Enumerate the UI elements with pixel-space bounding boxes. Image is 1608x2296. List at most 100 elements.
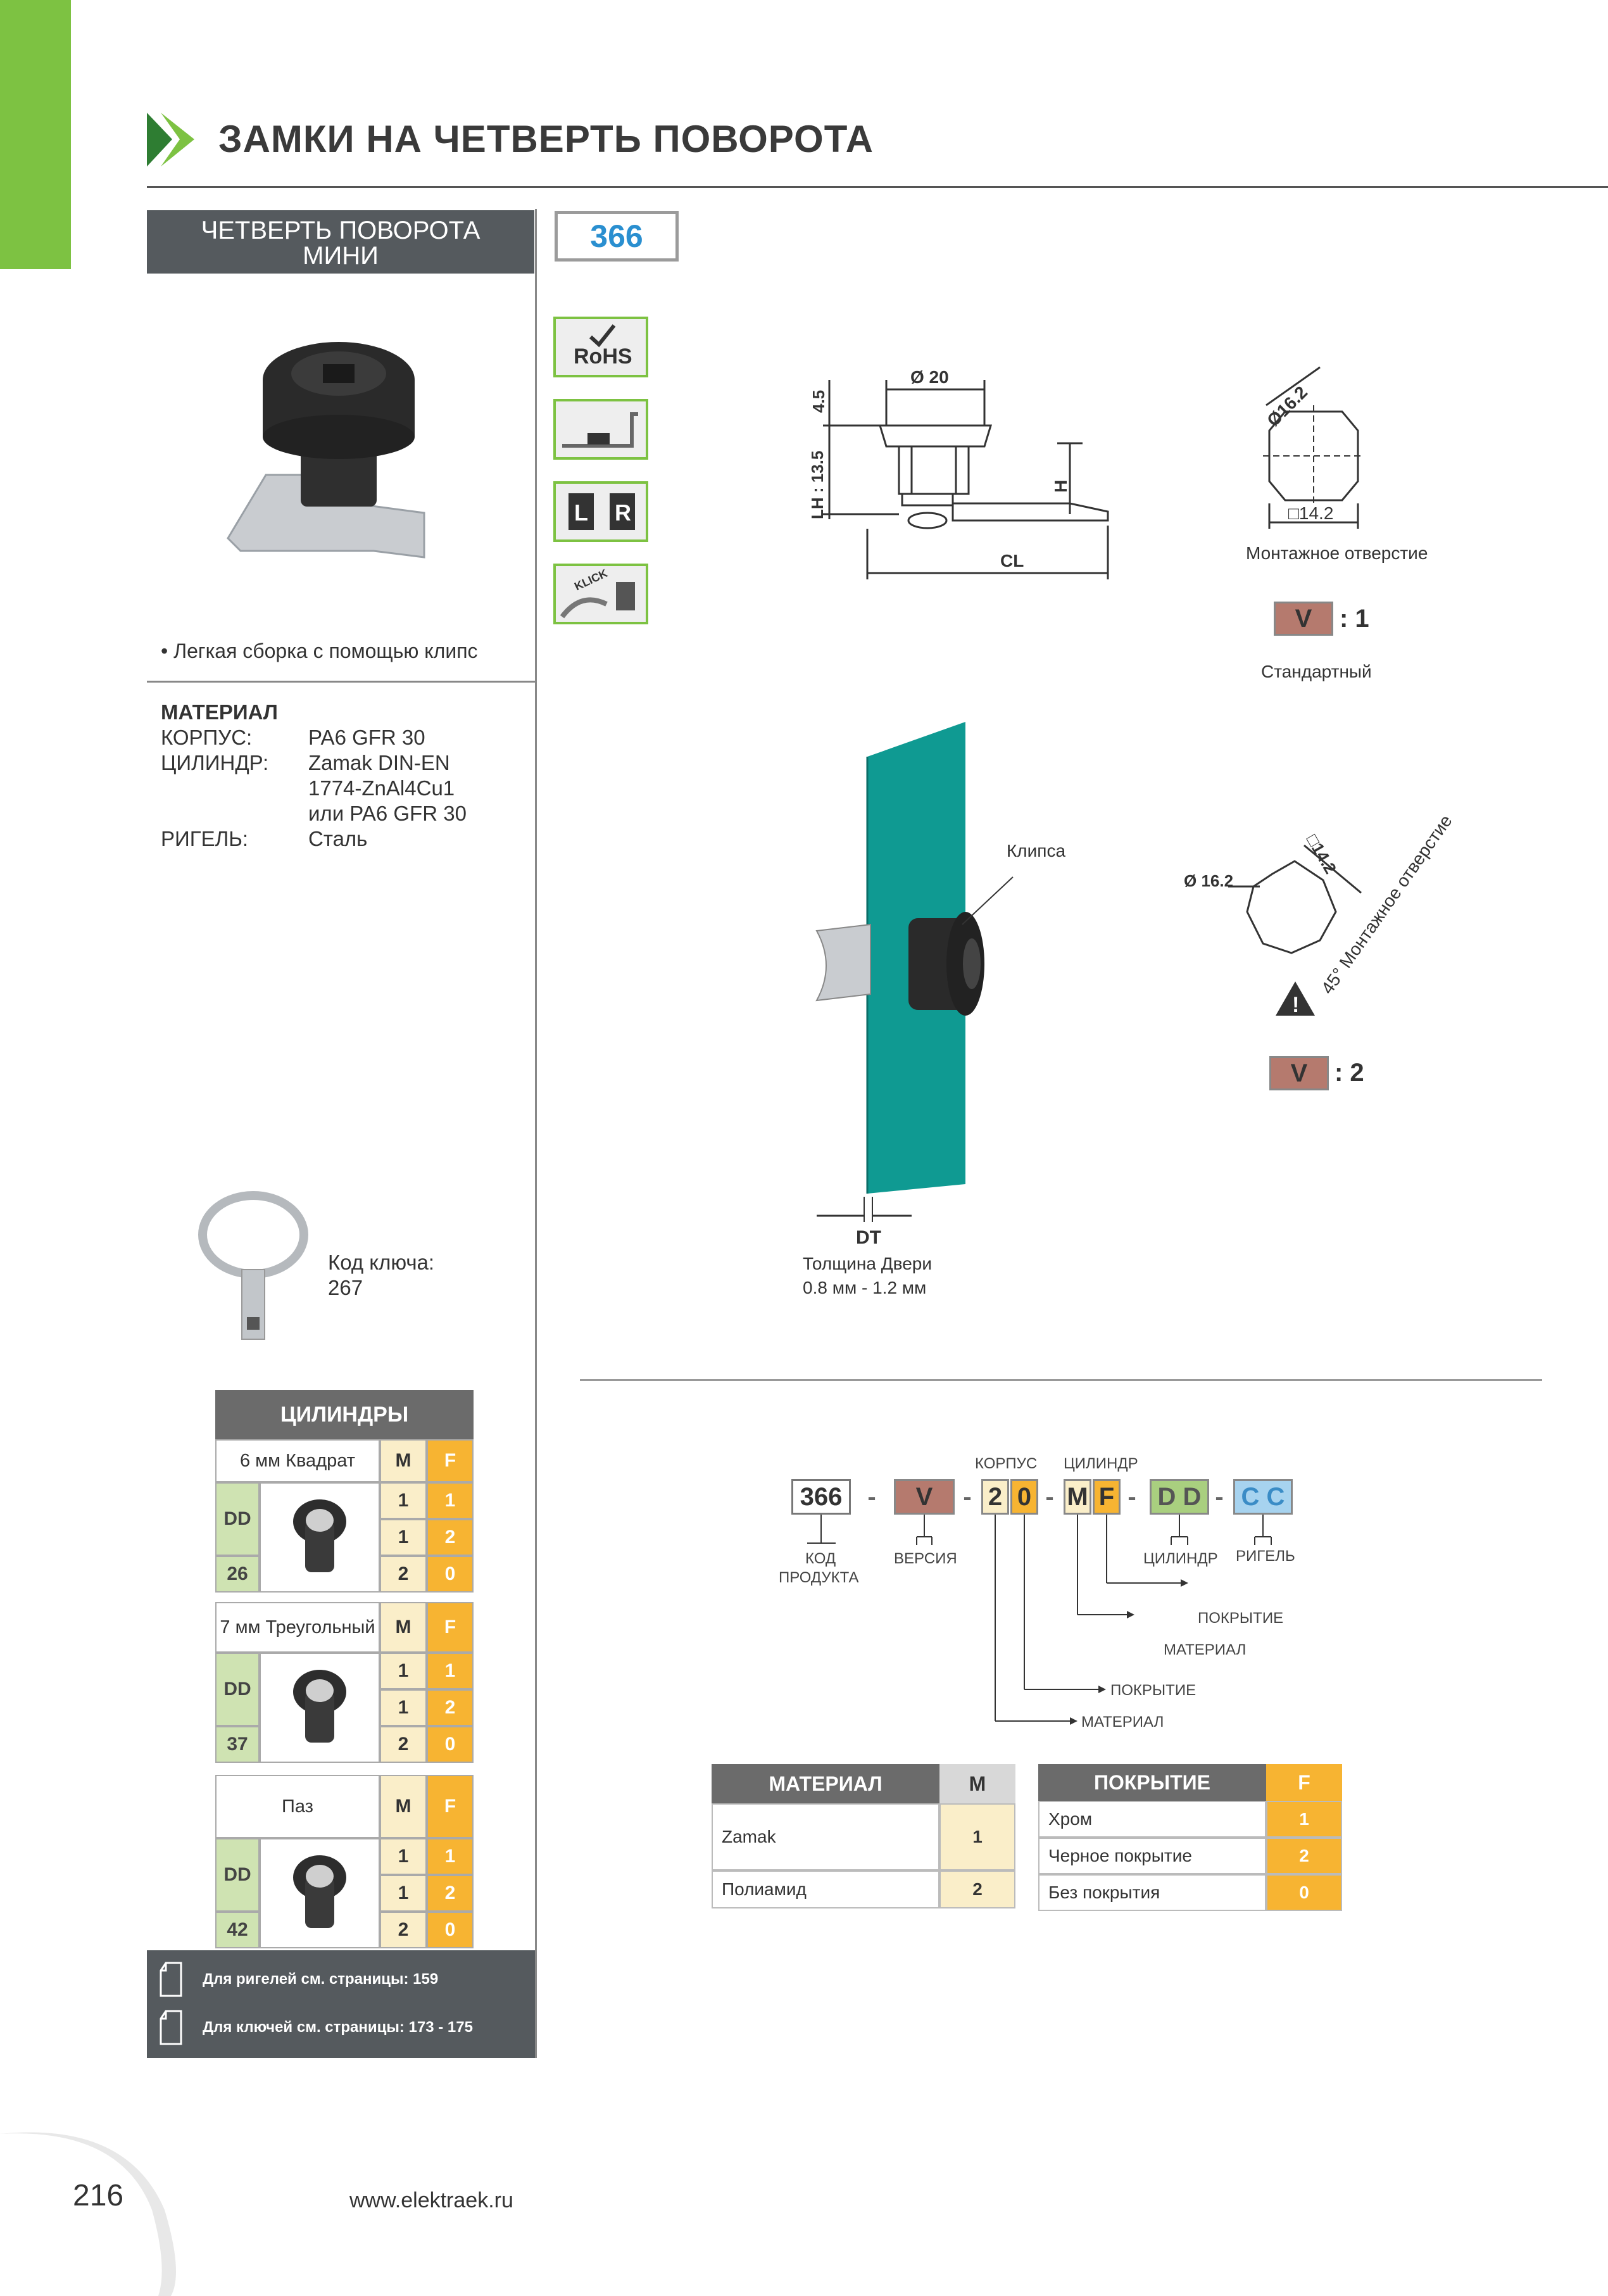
column-divider: [535, 209, 537, 2058]
cylinder-f-value: 2: [427, 1519, 474, 1556]
cylinder-col-f: F: [427, 1602, 474, 1653]
cylinder-m-value: 1: [380, 1838, 427, 1875]
door-thickness-range: 0.8 мм - 1.2 мм: [803, 1278, 927, 1297]
order-dash: -: [963, 1483, 972, 1511]
cylinder-type-name: Паз: [215, 1775, 380, 1838]
svg-text:CL: CL: [1000, 551, 1024, 571]
cylinder-col-m: M: [380, 1602, 427, 1653]
label-cilindr: ЦИЛИНДР: [1064, 1455, 1138, 1472]
cylinder-dd-label: DD: [215, 1838, 260, 1912]
order-cylinder-type: D D: [1150, 1479, 1209, 1515]
material-value: Сталь: [308, 827, 368, 850]
door-thickness-caption: Толщина Двери: [803, 1254, 933, 1273]
cylinder-dd-number: 42: [215, 1912, 260, 1948]
cylinder-col-f: F: [427, 1775, 474, 1838]
material-value: PA6 GFR 30: [308, 726, 425, 749]
coating-row-name: Без покрытия: [1038, 1874, 1266, 1911]
svg-text:4.5: 4.5: [809, 390, 828, 413]
document-icon: [160, 1962, 182, 1997]
material-value: Zamak DIN-EN: [308, 751, 450, 774]
material-value: 1774-ZnAl4Cu1: [308, 776, 455, 800]
left-divider-1: [147, 681, 535, 683]
cylinder-dd-number: 26: [215, 1556, 260, 1593]
green-side-strip: [0, 0, 71, 269]
panel-mount-icon: [553, 399, 648, 460]
document-icon: [160, 2010, 182, 2045]
order-dash: -: [867, 1483, 876, 1511]
order-korpus-material: 2: [981, 1479, 1009, 1515]
svg-text:L: L: [574, 500, 588, 526]
label-bolt-type: РИГЕЛЬ: [1236, 1548, 1295, 1565]
mounting-hole-drawing: Ø16.2 □14.2: [1263, 366, 1364, 529]
product-code-box: 366: [555, 211, 679, 262]
mounting-hole-45-drawing: Ø 16.2 □14.2 45° Монтажное отверстие: [1184, 817, 1456, 997]
title-divider: [147, 186, 1608, 188]
cylinder-m-value: 2: [380, 1556, 427, 1593]
label-code-line2: ПРОДУКТА: [779, 1569, 859, 1586]
coating-table-heading: ПОКРЫТИЕ: [1038, 1764, 1266, 1801]
version-badge-2: V: [1269, 1056, 1329, 1090]
version-value-1: : 1: [1340, 605, 1369, 633]
cylinder-image: [260, 1838, 380, 1948]
version-caption-1: Стандартный: [1261, 662, 1372, 681]
door-mounting-drawing: [815, 722, 1014, 1222]
cylinder-dd-label: DD: [215, 1653, 260, 1726]
warning-icon: !: [1276, 981, 1315, 1017]
cylinder-dd-number: 37: [215, 1726, 260, 1763]
bolts-reference: Для ригелей см. страницы: 159: [203, 1971, 439, 1988]
cylinder-m-value: 1: [380, 1875, 427, 1912]
cylinder-f-value: 1: [427, 1653, 474, 1689]
lock-dimension-drawing: Ø 20 4.5 LH : 13.5 H CL: [808, 367, 1109, 579]
coating-row-value: 0: [1266, 1874, 1342, 1911]
label-korpus: КОРПУС: [975, 1455, 1038, 1472]
cylinder-f-value: 2: [427, 1875, 474, 1912]
order-bolt-type: C C: [1233, 1479, 1293, 1515]
material-row-name: Zamak: [712, 1803, 939, 1870]
coating-row-name: Черное покрытие: [1038, 1838, 1266, 1874]
label-version: ВЕРСИЯ: [894, 1550, 957, 1567]
door-thickness-label: DT: [856, 1227, 881, 1248]
order-section-divider: [580, 1379, 1542, 1381]
left-right-icon: L R: [553, 481, 648, 542]
chevron-logo-icon: [147, 113, 194, 167]
subtitle-line1: ЧЕТВЕРТЬ ПОВОРОТА: [201, 217, 481, 244]
order-product-code: 366: [791, 1479, 851, 1515]
key-code-label: Код ключа:: [328, 1251, 435, 1274]
mounting-hole-caption: Монтажное отверстие: [1246, 543, 1428, 563]
lock-product-image: [227, 342, 425, 558]
website-link[interactable]: www.elektraek.ru: [349, 2188, 513, 2212]
cylinder-col-m: M: [380, 1775, 427, 1838]
cylinder-f-value: 0: [427, 1726, 474, 1763]
cylinder-col-m: M: [380, 1439, 427, 1482]
svg-text:KLICK: KLICK: [572, 567, 609, 593]
material-key: РИГЕЛЬ:: [161, 827, 249, 850]
label-cylinder-material: МАТЕРИАЛ: [1164, 1641, 1247, 1658]
cylinder-m-value: 2: [380, 1912, 427, 1948]
cylinders-heading: ЦИЛИНДРЫ: [215, 1390, 474, 1439]
order-dash: -: [1045, 1483, 1054, 1511]
material-table-heading: МАТЕРИАЛ: [712, 1764, 939, 1803]
material-row-name: Полиамид: [712, 1870, 939, 1908]
svg-text:□14.2: □14.2: [1288, 503, 1333, 523]
label-cylinder-coating: ПОКРЫТИЕ: [1198, 1610, 1284, 1627]
svg-text:45° Монтажное отверстие: 45° Монтажное отверстие: [1317, 817, 1456, 997]
cylinder-icon: [293, 1499, 346, 1572]
cylinder-m-value: 1: [380, 1689, 427, 1726]
coating-row-value: 2: [1266, 1838, 1342, 1874]
cylinder-m-value: 1: [380, 1653, 427, 1689]
svg-text:Ø 16.2: Ø 16.2: [1184, 871, 1233, 890]
cylinder-type-name: 6 мм Квадрат: [215, 1439, 380, 1482]
version-value-2: : 2: [1335, 1059, 1364, 1087]
svg-text:R: R: [615, 500, 631, 526]
subtitle-line2: МИНИ: [303, 242, 379, 270]
clip-label: Клипса: [1007, 841, 1066, 861]
svg-text:!: !: [1292, 993, 1299, 1017]
coating-row-value: 1: [1266, 1801, 1342, 1838]
coating-row-name: Хром: [1038, 1801, 1266, 1838]
feature-bullet: • Легкая сборка с помощью клипс: [161, 640, 478, 662]
cylinders-table: ЦИЛИНДРЫ: [215, 1390, 474, 1439]
product-subtitle: ЧЕТВЕРТЬ ПОВОРОТА МИНИ: [147, 210, 534, 274]
page-number: 216: [73, 2179, 124, 2212]
cylinder-f-value: 0: [427, 1556, 474, 1593]
version-badge-1: V: [1274, 602, 1333, 636]
